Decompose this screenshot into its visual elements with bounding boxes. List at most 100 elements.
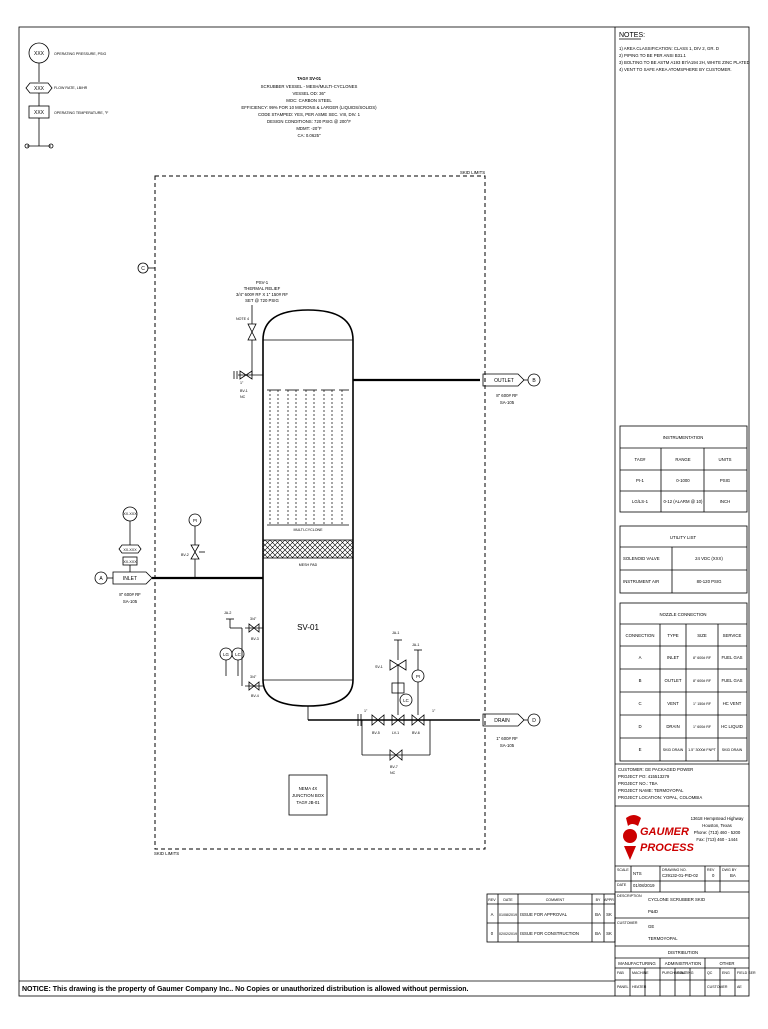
level-switch-tag: LC [235,652,241,657]
legend-temperature-label: OPERATING TEMPERATURE, °F [54,111,109,115]
bv7-nc-label: NC [390,771,396,775]
scrubber-vessel-sv-01: MULTI-CYCLONE MESH PAD SV-01 [262,309,354,707]
skid-limits-boundary [154,175,486,850]
customer-line: GE [648,924,654,929]
rev-header: COMMENT [546,898,565,902]
distribution-cell: QC [707,971,713,975]
drain-size-label-2: 1" [432,709,436,713]
connection-b-letter: B [532,378,536,384]
project-line: PROJECT NO.: TBA [618,781,658,786]
utility-title: UTILITY LIST [670,535,697,540]
title-block: SCALE NTS DRAWING NO. C29132-01-PID-02 R… [615,865,749,947]
distribution-cell: ENG [722,971,730,975]
drain-size-label-1: 1" [364,709,368,713]
sv1-label: SV-1 [375,665,383,669]
revision-table: REV DATE COMMENT BY APPR A 01/08/2019 IS… [486,893,616,943]
rev-header: REV [488,898,496,902]
bv1-label: BV-1 [240,389,248,393]
inlet-material: SA-105 [123,599,138,604]
rev-value: 0 [712,873,715,878]
inlet-flag [112,571,153,585]
nozzle-header: SIZE [697,633,707,638]
nozzle-header: TYPE [667,633,678,638]
note-item: 3) BOLTING TO BE ASTM A193 B7/A194 2H, W… [619,60,750,65]
outlet-label: OUTLET [494,378,514,384]
thermal-relief-psv: PSV-1 THERMAL RELIEF 3/4" 600# RF X 1" 1… [233,280,288,399]
company-address: Houston, Texas [702,823,732,828]
control-valve-actuator [391,682,405,694]
nozzle-cell: SKID DRAIN [722,748,743,752]
utility-cell: INSTRUMENT AIR [623,579,659,584]
rev-cell: ISSUE FOR APPROVAL [520,912,568,917]
mesh-pad-label: MESH PAD [299,563,318,567]
logo-text-bottom: PROCESS [640,842,694,854]
drain-spec: 1" 600# RF [496,736,518,741]
notes-section: NOTES: 1) AREA CLASSIFICATION: CLASS 1, … [619,32,750,72]
tag-line: EFFICIENCY: 99% FOR 10 MICRONS & LARGER … [241,105,377,110]
multi-cyclone-label: MULTI-CYCLONE [293,528,323,532]
vessel-tag-block: TAG# SV-01 SCRUBBER VESSEL - MESH/MULTI-… [241,76,377,138]
psv-line: 3/4" 600# RF X 1" 150# RF [236,292,288,297]
upper-nozzle-size: 3/4" [250,617,257,621]
distribution-cell: FIELD SER [737,971,756,975]
inlet-label: INLET [123,576,137,582]
customer-label: CUSTOMER [617,921,638,925]
nozzle-cell: FUEL GAS [721,655,742,660]
jbox-line: NEMA 4X [299,786,318,791]
project-line: PROJECT PO: 415513279 [618,774,670,779]
ja1-label-2: JA-1 [412,643,419,647]
instr-cell: 0-12 (ALARM @ 10) [664,499,704,504]
notes-title: NOTES: [619,32,645,39]
drain-system: BV-5 LV-1 BV-6 BV-7 NC 1" 1" SV-1 JA-1 L… [307,631,541,775]
logo-text-top: GAUMER [640,826,689,838]
lower-nozzle-size: 3/4" [250,675,257,679]
distribution-cell: FAB [617,971,624,975]
distribution-cell: MACHINE [632,971,649,975]
legend-pressure-label: OPERATING PRESSURE, PSIG [54,52,106,56]
ja1-label: JA-1 [392,631,399,635]
company-address: Fax: (713) 460 - 1444 [696,837,738,842]
solenoid-valve [389,659,399,671]
sheet-border [18,26,750,997]
skid-limits-label-bottom: SKID LIMITS [154,851,179,856]
project-line: CUSTOMER: GE PACKAGED POWER [618,767,693,772]
multi-cyclone-tubes [267,389,349,526]
dwg-by-label: DWG BY [722,868,737,872]
bv2-label: BV-2 [181,553,189,557]
instr-cell: PSIG [720,478,731,483]
distribution-cell: ROUTING [677,971,694,975]
nozzle-cell: 1.5" 3000# FNPT [688,748,716,752]
tag-line: MOC: CARBON STEEL [286,98,332,103]
instr-cell: LG/LS-1 [632,499,649,504]
nozzle-cell: E [639,747,642,752]
temperature-symbol-text: XXX [34,110,45,116]
company-logo-block: GAUMER PROCESS 13618 Hempstead Highway H… [623,815,744,860]
tag-line: CODE STAMPED: YES, PER ASME SEC. VIII, D… [258,112,361,117]
connection-c-letter: C [141,266,145,272]
inlet-instrument: PI BV-2 [181,513,205,578]
distribution-cell: AE [737,985,742,989]
psv-tag: PSV-1 [256,280,269,285]
project-line: PROJECT LOCATION: YOPAL, COLOMBIA [618,795,702,800]
distribution-cell: CUSTOMER [707,985,728,989]
nc-label: NC [240,395,246,399]
vessel-top-head [262,309,354,341]
inlet-indicator-text: XX-XXX [123,512,137,516]
psv-line: THERMAL RELIEF [244,286,281,291]
bv5-label: BV-5 [372,731,380,735]
vent-size-label: 1" [240,381,244,385]
date-label: DATE [617,883,627,887]
outlet-flag [482,373,525,387]
outlet-spec: 8" 600# RF [496,393,518,398]
instr-cell: INCH [720,499,731,504]
nozzle-header: SERVICE [723,633,742,638]
inlet-connection: A INLET 8" 600# RF SA-105 XX-XXX XX-XXX … [94,506,263,604]
nozzle-header: CONNECTION [626,633,655,638]
pressure-symbol-text: XXX [34,51,45,57]
nozzle-cell: 1" 150# RF [693,702,712,706]
instr-header: UNITS [719,457,732,462]
rev-cell: SK [606,912,612,917]
inlet-temp-text: XX-XXX [123,560,137,564]
